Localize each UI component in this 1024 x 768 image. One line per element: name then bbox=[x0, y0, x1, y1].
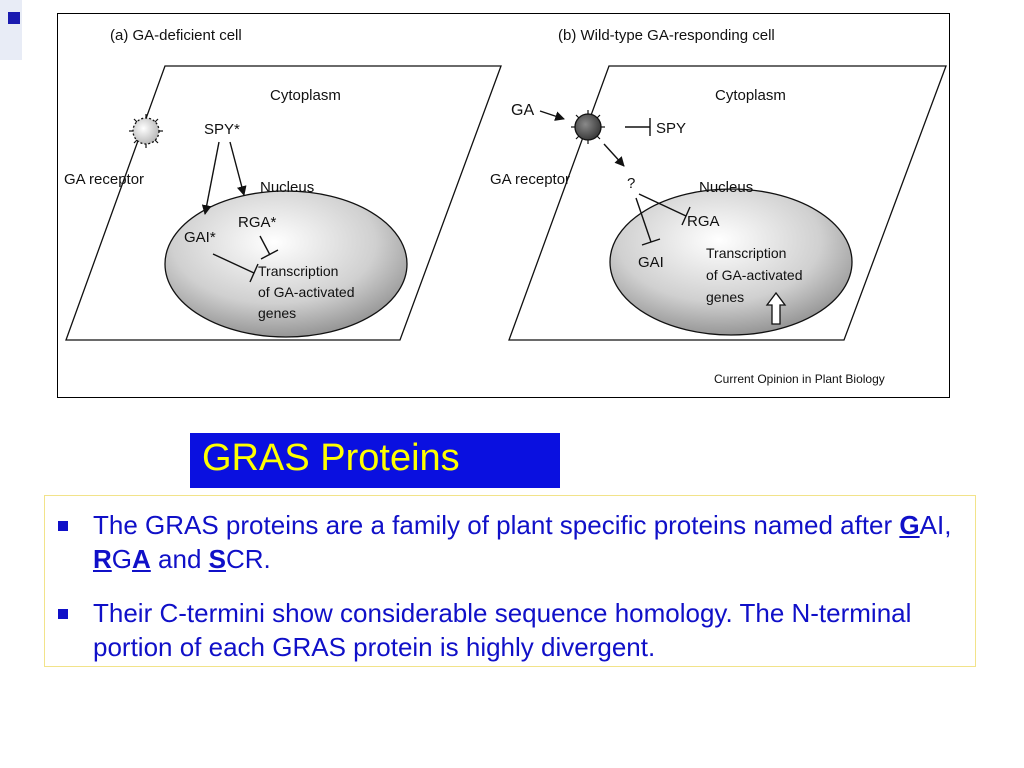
panel-b-transcription-line3: genes bbox=[706, 289, 744, 305]
panel-b-rga-label: RGA bbox=[687, 213, 720, 230]
bullet-1-intro: The GRAS proteins are a family of plant … bbox=[93, 510, 900, 540]
panel-a-spy-to-rga-arrow bbox=[229, 141, 247, 196]
panel-a-ga-receptor-icon bbox=[129, 114, 163, 148]
panel-a-spy-to-gai-arrow bbox=[201, 141, 220, 215]
panel-b-nucleus-label: Nucleus bbox=[699, 179, 753, 196]
panel-b-question-label: ? bbox=[627, 175, 635, 192]
panel-b-receptor-arrow bbox=[603, 143, 625, 167]
panel-b-ga-receptor-label: GA receptor bbox=[490, 171, 570, 188]
list-item: Their C-termini show considerable sequen… bbox=[58, 596, 960, 664]
panel-a-nucleus-label: Nucleus bbox=[260, 179, 314, 196]
panel-a-gai-label: GAI* bbox=[184, 229, 216, 246]
panel-a-cell-outline bbox=[65, 65, 502, 341]
section-title: GRAS Proteins bbox=[202, 437, 460, 479]
up-arrow-icon bbox=[765, 291, 787, 325]
panel-a-rga-label: RGA* bbox=[238, 214, 277, 231]
corner-square-icon bbox=[0, 0, 22, 60]
letter-r-rga: R bbox=[93, 544, 112, 574]
bullet-box-border bbox=[44, 495, 976, 667]
letter-s-scr: S bbox=[208, 544, 226, 574]
panel-a-transcription-line2: of GA-activated bbox=[258, 284, 355, 300]
panel-a-transcription-line3: genes bbox=[258, 305, 296, 321]
panel-b-spy-inhibition bbox=[625, 118, 651, 136]
text-ai: AI, bbox=[919, 510, 952, 540]
panel-b-title: (b) Wild-type GA-responding cell bbox=[558, 27, 775, 44]
panel-a-inhibition-lines bbox=[212, 235, 279, 283]
figure-credit: Current Opinion in Plant Biology bbox=[714, 372, 885, 386]
panel-a-ga-receptor-label: GA receptor bbox=[64, 171, 144, 188]
letter-a-rga: A bbox=[132, 544, 151, 574]
list-item: The GRAS proteins are a family of plant … bbox=[58, 508, 960, 576]
letter-g-gai: G bbox=[899, 510, 920, 540]
panel-b-transcription-line2: of GA-activated bbox=[706, 267, 803, 283]
panel-a-transcription-line1: Transcription bbox=[258, 263, 338, 279]
panel-b-gai-label: GAI bbox=[638, 254, 664, 271]
figure-diagram: (a) GA-deficient cell Cytoplasm SPY* GA … bbox=[64, 27, 947, 386]
text-g-mid: G bbox=[111, 544, 133, 574]
signaling-figure: (a) GA-deficient cell Cytoplasm SPY* GA … bbox=[57, 13, 950, 398]
bullet-2-text: Their C-termini show considerable sequen… bbox=[93, 598, 912, 662]
panel-b-nucleus bbox=[609, 188, 853, 336]
panel-b-ga-label: GA bbox=[511, 102, 534, 119]
panel-b-ga-receptor-icon bbox=[571, 110, 605, 144]
panel-a-nucleus bbox=[164, 190, 408, 338]
panel-b-transcription-line1: Transcription bbox=[706, 245, 786, 261]
text-and: and bbox=[150, 544, 209, 574]
panel-a-spy-label: SPY* bbox=[204, 121, 240, 138]
bullet-1-text: The GRAS proteins are a family of plant … bbox=[93, 508, 960, 576]
panel-b-ga-arrow bbox=[539, 110, 565, 121]
section-title-box: GRAS Proteins bbox=[190, 433, 560, 488]
square-bullet-icon bbox=[58, 609, 68, 619]
text-cr: CR. bbox=[225, 544, 271, 574]
panel-b-cytoplasm-label: Cytoplasm bbox=[715, 87, 786, 104]
panel-a-title: (a) GA-deficient cell bbox=[110, 27, 242, 44]
panel-b-inhibition-lines bbox=[635, 193, 691, 246]
panel-b-cell-outline bbox=[508, 65, 947, 341]
panel-b-spy-label: SPY bbox=[656, 120, 686, 137]
square-bullet-icon bbox=[58, 521, 68, 531]
panel-a-cytoplasm-label: Cytoplasm bbox=[270, 87, 341, 104]
